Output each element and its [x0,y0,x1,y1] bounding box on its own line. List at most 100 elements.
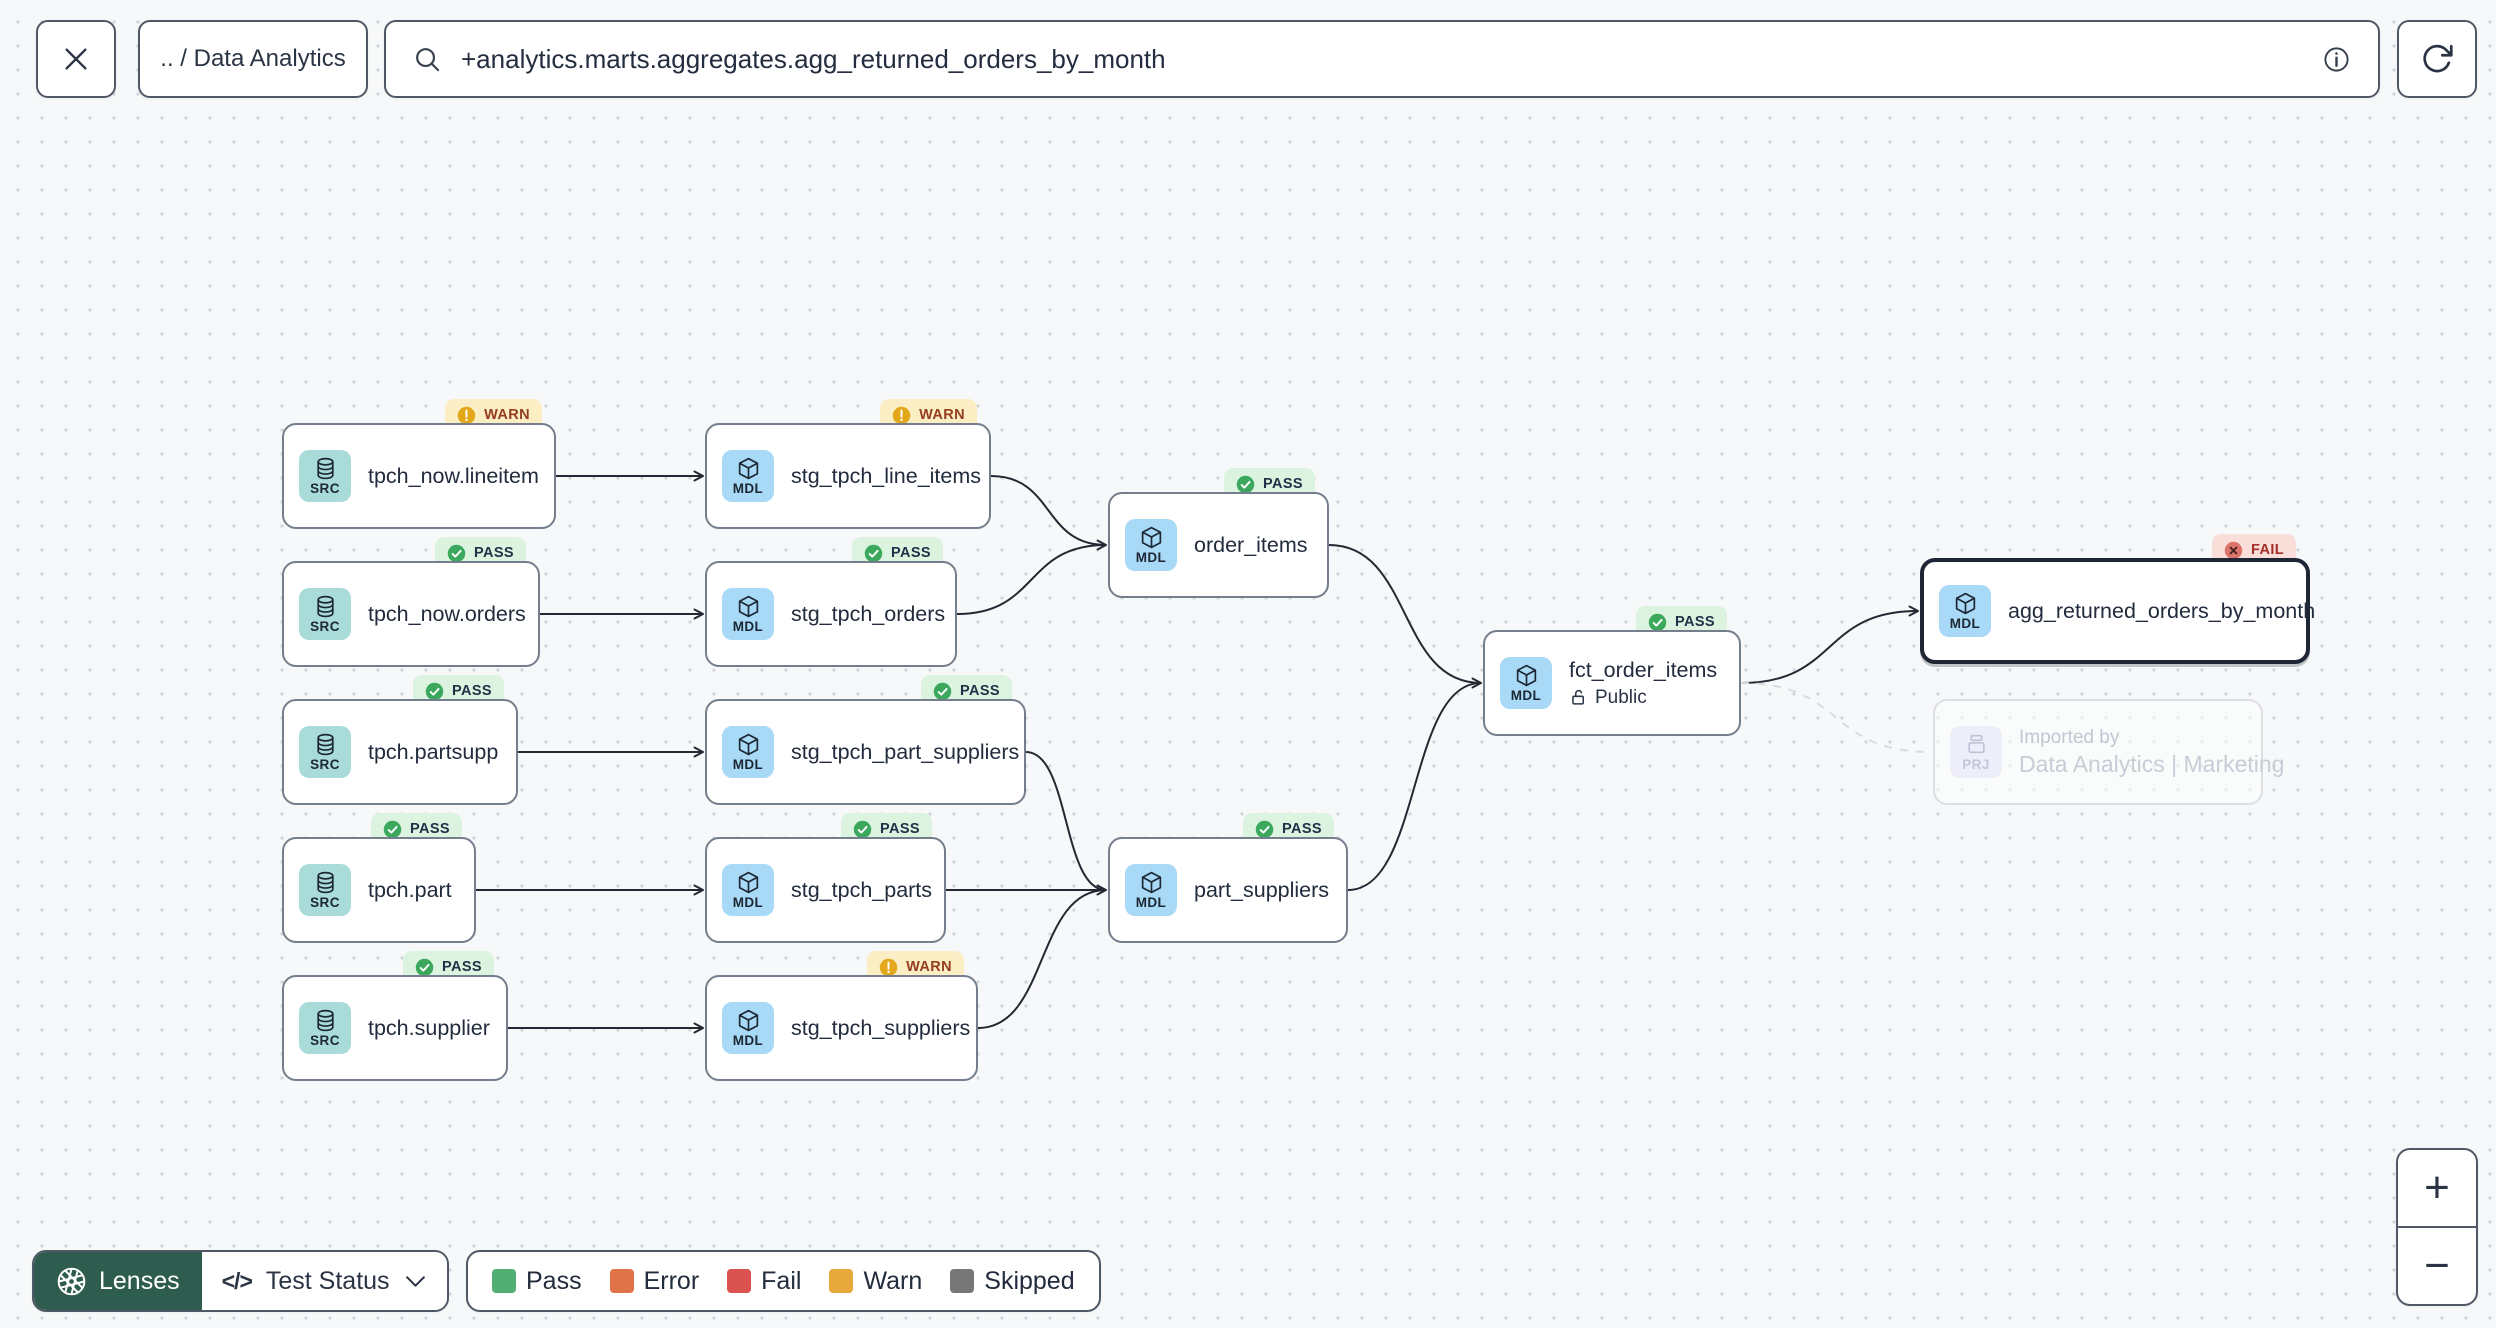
status-badge-label: PASS [1281,821,1322,837]
database-icon: SRC [299,864,351,916]
node-label: stg_tpch_line_items [791,463,982,488]
warning-circle-icon [892,406,911,425]
node-kind-label: MDL [732,757,764,772]
check-circle-icon [447,544,466,563]
database-icon: SRC [299,450,351,502]
zoom-controls: + − [2396,1148,2478,1306]
graph-node-order_items[interactable]: PASS MDL order_items [1108,468,1329,598]
project-icon: PRJ [1950,726,2002,778]
node-body: SRC tpch_now.orders [282,561,540,667]
node-label: tpch_now.orders [368,601,526,626]
check-circle-icon [383,820,402,839]
zoom-out-button[interactable]: − [2424,1241,2450,1290]
status-badge-label: PASS [1674,614,1715,630]
edge-stg_suppliers-to-part_suppliers [977,889,1107,1029]
check-circle-icon [933,682,952,701]
node-body: MDL stg_tpch_part_suppliers [705,699,1026,805]
lenses-button[interactable]: Lenses [34,1252,202,1310]
code-icon: </> [221,1267,253,1294]
status-badge-label: PASS [451,683,492,699]
edge-stg_part_suppliers-to-part_suppliers [1025,751,1107,891]
x-circle-icon [2224,541,2243,560]
legend-swatch-fail [727,1269,752,1293]
legend-label: Pass [526,1266,582,1295]
node-label: tpch_now.lineitem [368,463,539,488]
node-label: order_items [1194,532,1308,557]
node-label: tpch.supplier [368,1015,490,1040]
node-kind-label: MDL [732,481,764,496]
lens-control: Lenses </> Test Status [32,1250,449,1312]
search-bar[interactable] [384,20,2380,98]
node-label: stg_tpch_orders [791,601,946,626]
info-icon[interactable] [2321,44,2352,75]
node-kind-label: SRC [310,619,340,634]
status-badge-label: PASS [409,821,450,837]
database-icon: SRC [299,588,351,640]
edge-stg_orders-to-order_items [956,544,1107,615]
graph-node-src_partsupp[interactable]: PASS SRC tpch.partsupp [282,675,518,805]
test-status-legend: Pass Error Fail Warn Skipped [466,1250,1101,1312]
node-body: MDL order_items [1108,492,1329,598]
graph-node-src_orders[interactable]: PASS SRC tpch_now.orders [282,537,540,667]
legend-swatch-warn [829,1269,854,1293]
edge-order_items-to-fct_order_items [1328,544,1482,689]
cube-icon: MDL [722,450,774,502]
legend-item-pass: Pass [492,1267,582,1296]
check-circle-icon [1648,613,1667,632]
node-label: stg_tpch_part_suppliers [791,739,1020,764]
status-badge-label: PASS [890,545,931,561]
node-label: Data Analytics | Marketing [2019,750,2285,777]
legend-item-error: Error [609,1266,700,1296]
status-badge-label: PASS [441,959,482,975]
check-circle-icon [853,820,872,839]
status-badge-label: PASS [1262,476,1303,492]
zoom-in-button[interactable]: + [2398,1150,2476,1228]
refresh-button[interactable] [2397,20,2477,98]
edge-stg_line_items-to-order_items [990,475,1107,551]
check-circle-icon [1255,820,1274,839]
close-button[interactable] [36,20,116,98]
lens-selector[interactable]: </> Test Status [201,1252,447,1310]
status-badge-label: PASS [473,545,514,561]
status-badge-label: WARN [906,959,952,975]
breadcrumb[interactable]: .. / Data Analytics [138,20,368,98]
node-kind-label: MDL [1949,616,1981,631]
node-label: tpch.partsupp [368,739,499,764]
check-circle-icon [425,682,444,701]
node-body: SRC tpch_now.lineitem [282,423,556,529]
search-icon [412,44,443,75]
node-kind-label: MDL [1135,550,1167,565]
node-body: SRC tpch.partsupp [282,699,518,805]
unlock-icon [1569,688,1588,707]
node-kind-label: SRC [310,481,340,496]
search-input[interactable] [459,42,2305,76]
legend-item-fail: Fail [727,1267,801,1296]
legend-label: Error [643,1266,700,1295]
status-badge-label: FAIL [2250,542,2284,558]
node-kind-label: MDL [732,1033,764,1048]
node-kind-label: SRC [310,895,340,910]
legend-item-skipped: Skipped [950,1267,1075,1296]
cube-icon: MDL [722,1002,774,1054]
database-icon: SRC [299,726,351,778]
cube-icon: MDL [722,864,774,916]
legend-item-warn: Warn [829,1267,922,1296]
